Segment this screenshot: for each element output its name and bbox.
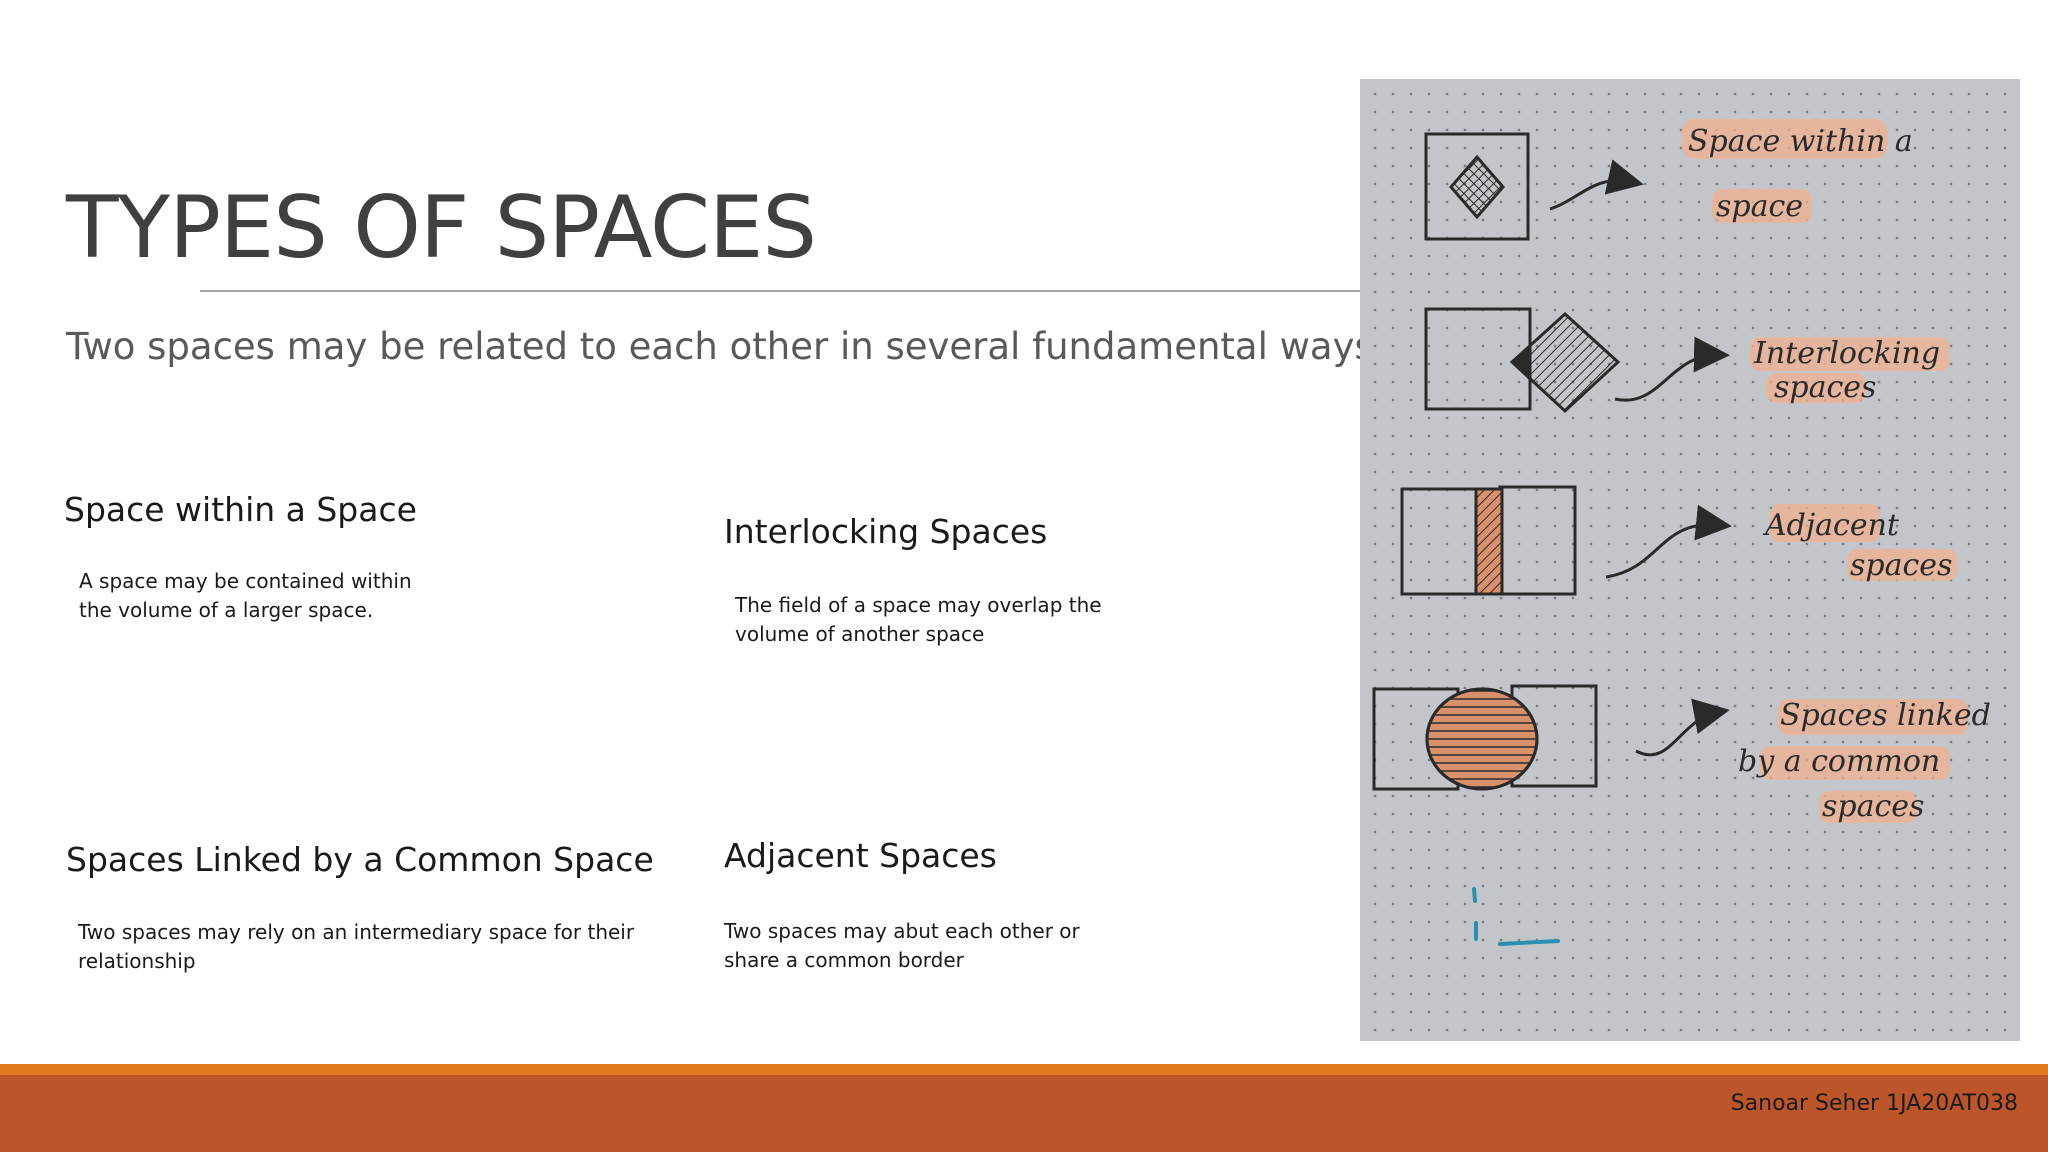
slide-title: TYPES OF SPACES (66, 178, 817, 278)
sketch-label-interlocking-2: spaces (1774, 370, 1876, 405)
sketch-label-adjacent-2: spaces (1850, 548, 1952, 583)
footer-bar (0, 1075, 2048, 1152)
footer-accent-bar (0, 1064, 2048, 1075)
sketch-label-linked-2: by a common (1738, 744, 1940, 779)
sketch-label-adjacent-1: Adjacent (1762, 508, 1900, 543)
text-spaces-linked: Two spaces may rely on an intermediary s… (78, 920, 635, 973)
sketch-label-linked-1: Spaces linked (1780, 698, 1991, 733)
sketch-drawing: Space within a space Interlocking spaces… (1372, 119, 1991, 946)
highlight-marks (1682, 119, 1968, 823)
sketch-label-linked-3: spaces (1822, 789, 1924, 824)
heading-interlocking-spaces: Interlocking Spaces (724, 512, 1048, 551)
heading-spaces-linked: Spaces Linked by a Common Space (66, 840, 654, 879)
sketch-label-space-within-1: Space within a (1688, 124, 1913, 159)
slide-subtitle: Two spaces may be related to each other … (66, 325, 1374, 368)
diagram-interlocking (1424, 307, 1730, 414)
text-interlocking-spaces: The field of a space may overlap the vol… (735, 593, 1102, 646)
text-space-within-a-space: A space may be contained within the volu… (79, 569, 412, 622)
sketch-label-interlocking-1: Interlocking (1753, 336, 1940, 371)
pen-marks (1472, 887, 1560, 946)
text-adjacent-spaces: Two spaces may abut each other or share … (724, 919, 1080, 972)
heading-adjacent-spaces: Adjacent Spaces (724, 836, 997, 875)
sketch-photo: Space within a space Interlocking spaces… (1360, 79, 2020, 1041)
diagram-space-within (1424, 132, 1644, 241)
diagram-adjacent (1400, 485, 1732, 596)
sketch-label-space-within-2: space (1716, 189, 1803, 224)
diagram-linked (1372, 684, 1730, 791)
footer-author: Sanoar Seher 1JA20AT038 (1730, 1091, 2018, 1116)
heading-space-within-a-space: Space within a Space (64, 490, 417, 529)
title-divider (200, 290, 1362, 292)
